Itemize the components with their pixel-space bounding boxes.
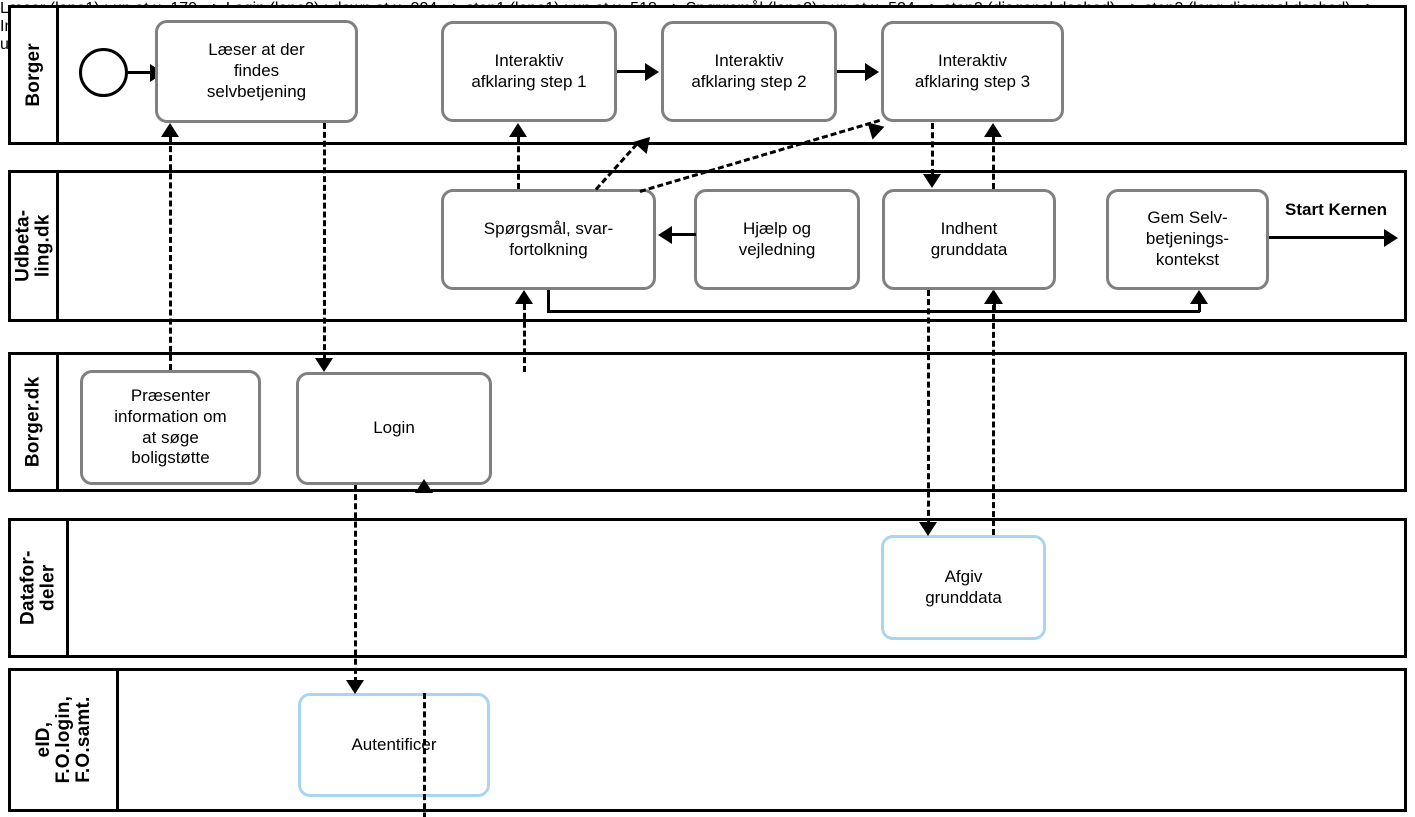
arrowhead-start-kernen bbox=[1384, 228, 1398, 247]
task-interaktiv-step-1[interactable]: Interaktiv afklaring step 1 bbox=[441, 21, 617, 122]
flow-start-to-laeser bbox=[128, 71, 153, 74]
task-afgiv-grunddata[interactable]: Afgiv grunddata bbox=[881, 535, 1046, 640]
msgflow-laeser-to-login bbox=[323, 123, 326, 359]
lane-label-udbetaling: Udbeta- ling.dk bbox=[12, 209, 54, 283]
flow-gem-to-kernen bbox=[1269, 236, 1387, 239]
task-laeser-selvbetjening[interactable]: Læser at der findes selvbetjening bbox=[155, 20, 358, 123]
arrowhead-login-to-autentificer bbox=[346, 680, 364, 694]
task-hjaelp-og-vejledning[interactable]: Hjælp og vejledning bbox=[694, 189, 860, 290]
start-event bbox=[79, 48, 128, 97]
lane-label-borger: Borger bbox=[22, 43, 44, 107]
task-autentificer[interactable]: Autentificer bbox=[298, 693, 490, 797]
msgflow-step3-to-indhent bbox=[931, 123, 934, 175]
lane-header-borgerdk: Borger.dk bbox=[11, 355, 59, 489]
msgflow-login-to-spoergsmaal bbox=[523, 304, 526, 372]
task-indhent-grunddata[interactable]: Indhent grunddata bbox=[882, 189, 1056, 290]
arrowhead-hjaelp-to-spoergsmaal bbox=[658, 226, 672, 244]
lane-label-borgerdk: Borger.dk bbox=[22, 376, 44, 468]
msgflow-indhent-to-afgiv bbox=[927, 290, 930, 525]
arrowhead-step3-to-indhent bbox=[923, 174, 941, 188]
flow-hjaelp-to-spoergsmaal bbox=[672, 233, 696, 236]
arrowhead-step2-to-step3 bbox=[865, 62, 879, 81]
arrowhead-indhent-to-afgiv bbox=[919, 522, 937, 536]
flow-loop-up-to-gem bbox=[1198, 296, 1201, 312]
msgflow-login-to-autentificer bbox=[354, 485, 357, 683]
arrowhead-loop-to-gem bbox=[1190, 290, 1208, 304]
task-gem-selvbetjeningskontekst[interactable]: Gem Selv- betjenings- kontekst bbox=[1106, 189, 1269, 290]
flow-spoergsmaal-loop-right bbox=[547, 310, 1200, 313]
lane-datafordeler: Datafor- deler bbox=[8, 518, 1407, 658]
flow-step2-to-step3 bbox=[837, 70, 868, 73]
msgflow-indhent-to-step3 bbox=[992, 137, 995, 189]
lane-header-udbetaling: Udbeta- ling.dk bbox=[11, 173, 59, 319]
task-spoergsmaal-svarfortolkning[interactable]: Spørgsmål, svar- fortolkning bbox=[441, 189, 656, 290]
arrowhead-login-to-spoergsmaal bbox=[515, 290, 533, 304]
arrowhead-spoergsmaal-to-step1 bbox=[509, 123, 527, 137]
msgflow-afgiv-to-indhent bbox=[992, 296, 995, 535]
arrowhead-indhent-to-step3 bbox=[984, 123, 1002, 137]
msgflow-spoergsmaal-to-step1 bbox=[517, 137, 520, 189]
task-login[interactable]: Login bbox=[296, 372, 492, 485]
lane-header-eid: eID, F.O.login, F.O.samt. bbox=[11, 671, 119, 809]
lane-header-borger: Borger bbox=[11, 8, 59, 142]
lane-eid: eID, F.O.login, F.O.samt. bbox=[8, 668, 1407, 812]
lane-label-eid: eID, F.O.login, F.O.samt. bbox=[32, 696, 94, 784]
arrowhead-step1-to-step2 bbox=[645, 62, 659, 81]
task-praesenter-information[interactable]: Præsenter information om at søge boligst… bbox=[80, 370, 261, 485]
msgflow-autentificer-to-login bbox=[423, 693, 426, 817]
arrowhead-laeser-to-login bbox=[315, 358, 333, 372]
arrowhead-afgiv-to-indhent bbox=[984, 290, 1002, 304]
arrowhead-autentificer-to-login bbox=[415, 479, 433, 493]
arrowhead-praesenter-to-laeser bbox=[161, 123, 179, 137]
lane-header-datafordeler: Datafor- deler bbox=[11, 521, 69, 655]
task-interaktiv-step-2[interactable]: Interaktiv afklaring step 2 bbox=[661, 21, 837, 122]
task-interaktiv-step-3[interactable]: Interaktiv afklaring step 3 bbox=[881, 21, 1064, 122]
flow-spoergsmaal-loop-down bbox=[547, 290, 550, 313]
label-start-kernen: Start Kernen bbox=[1285, 200, 1388, 219]
lane-label-datafordeler: Datafor- deler bbox=[17, 550, 59, 626]
flow-step1-to-step2 bbox=[617, 70, 648, 73]
msgflow-praesenter-to-laeser bbox=[169, 137, 172, 370]
